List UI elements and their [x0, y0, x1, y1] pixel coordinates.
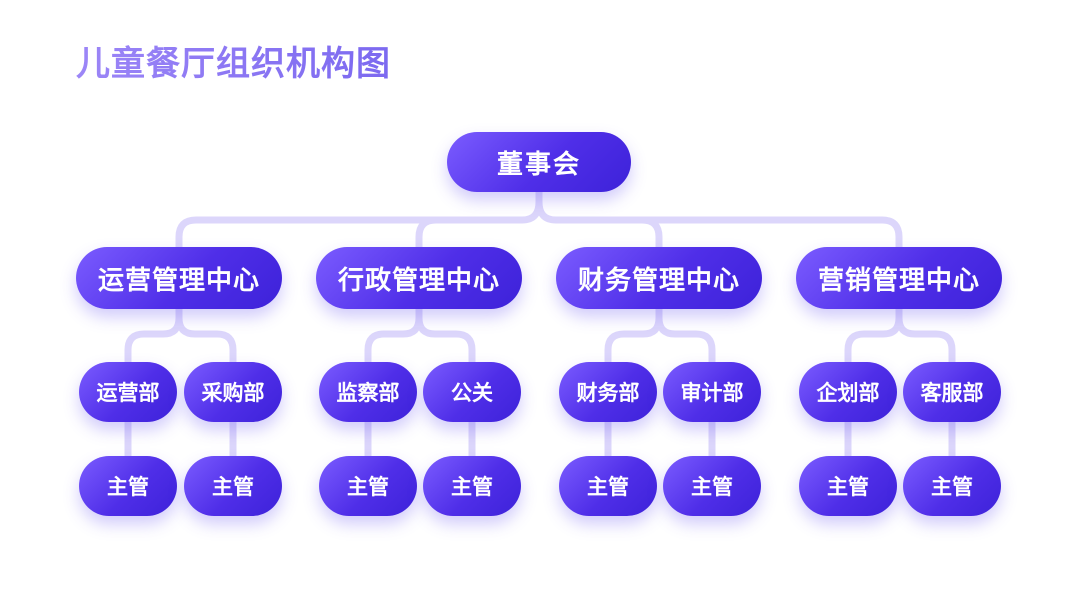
connector-dept-sup	[124, 418, 956, 460]
node-center-marketing: 营销管理中心	[796, 247, 1002, 309]
node-supervisor: 主管	[559, 456, 657, 516]
node-dept-operations: 运营部	[79, 362, 177, 422]
node-dept-service: 客服部	[903, 362, 1001, 422]
node-supervisor: 主管	[319, 456, 417, 516]
connector-center-1-depts	[124, 305, 237, 366]
node-supervisor: 主管	[423, 456, 521, 516]
node-dept-planning: 企划部	[799, 362, 897, 422]
node-board: 董事会	[447, 132, 631, 192]
node-supervisor: 主管	[184, 456, 282, 516]
node-supervisor: 主管	[663, 456, 761, 516]
node-center-operations: 运营管理中心	[76, 247, 282, 309]
node-dept-supervision: 监察部	[319, 362, 417, 422]
connector-center-2	[415, 216, 440, 251]
node-supervisor: 主管	[799, 456, 897, 516]
node-supervisor: 主管	[79, 456, 177, 516]
node-dept-audit: 审计部	[663, 362, 761, 422]
connector-bus	[175, 198, 903, 251]
node-dept-purchasing: 采购部	[184, 362, 282, 422]
node-supervisor: 主管	[903, 456, 1001, 516]
page-title: 儿童餐厅组织机构图	[76, 36, 391, 85]
connector-center-4-depts	[844, 305, 956, 366]
node-center-admin: 行政管理中心	[316, 247, 522, 309]
connector-center-3	[638, 216, 663, 251]
connector-center-3-depts	[604, 305, 716, 366]
node-dept-finance: 财务部	[559, 362, 657, 422]
connector-center-2-depts	[364, 305, 476, 366]
node-dept-pr: 公关	[423, 362, 521, 422]
node-center-finance: 财务管理中心	[556, 247, 762, 309]
